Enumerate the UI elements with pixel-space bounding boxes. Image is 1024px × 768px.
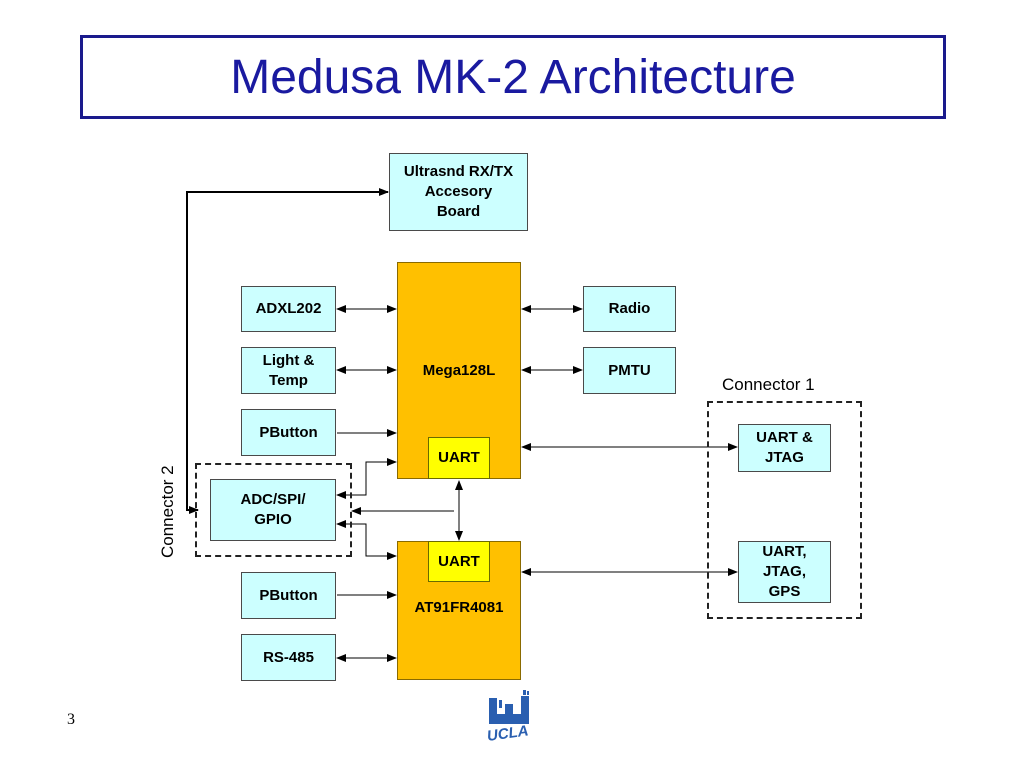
at91fr4081-label: AT91FR4081 xyxy=(414,599,504,616)
page-number: 3 xyxy=(67,711,75,728)
light-temp-block: Light & Temp xyxy=(241,347,336,394)
title-box: Medusa MK-2 Architecture xyxy=(80,35,946,119)
pbutton-bottom-block: PButton xyxy=(241,572,336,619)
rs485-block: RS-485 xyxy=(241,634,336,681)
adc-spi-gpio-block: ADC/SPI/ GPIO xyxy=(210,479,336,541)
pbutton-top-block: PButton xyxy=(241,409,336,456)
mega-uart-block: UART xyxy=(428,437,490,479)
slide-title: Medusa MK-2 Architecture xyxy=(230,50,796,104)
connector-2-label: Connector 2 xyxy=(158,465,177,558)
uart-jtag-gps-block: UART, JTAG, GPS xyxy=(738,541,831,603)
adxl202-block: ADXL202 xyxy=(241,286,336,332)
connector-1-box xyxy=(707,401,862,619)
ucla-logo-icon: UCLA xyxy=(483,690,535,747)
svg-text:UCLA: UCLA xyxy=(486,722,530,742)
connector-1-label: Connector 1 xyxy=(722,375,815,394)
wire-ultrasound xyxy=(186,188,389,514)
ultrasound-board-block: Ultrasnd RX/TX Accesory Board xyxy=(389,153,528,231)
pmtu-block: PMTU xyxy=(583,347,676,394)
at91-uart-block: UART xyxy=(428,541,490,582)
radio-block: Radio xyxy=(583,286,676,332)
uart-jtag-block: UART & JTAG xyxy=(738,424,831,472)
connector-2-box xyxy=(195,463,352,557)
